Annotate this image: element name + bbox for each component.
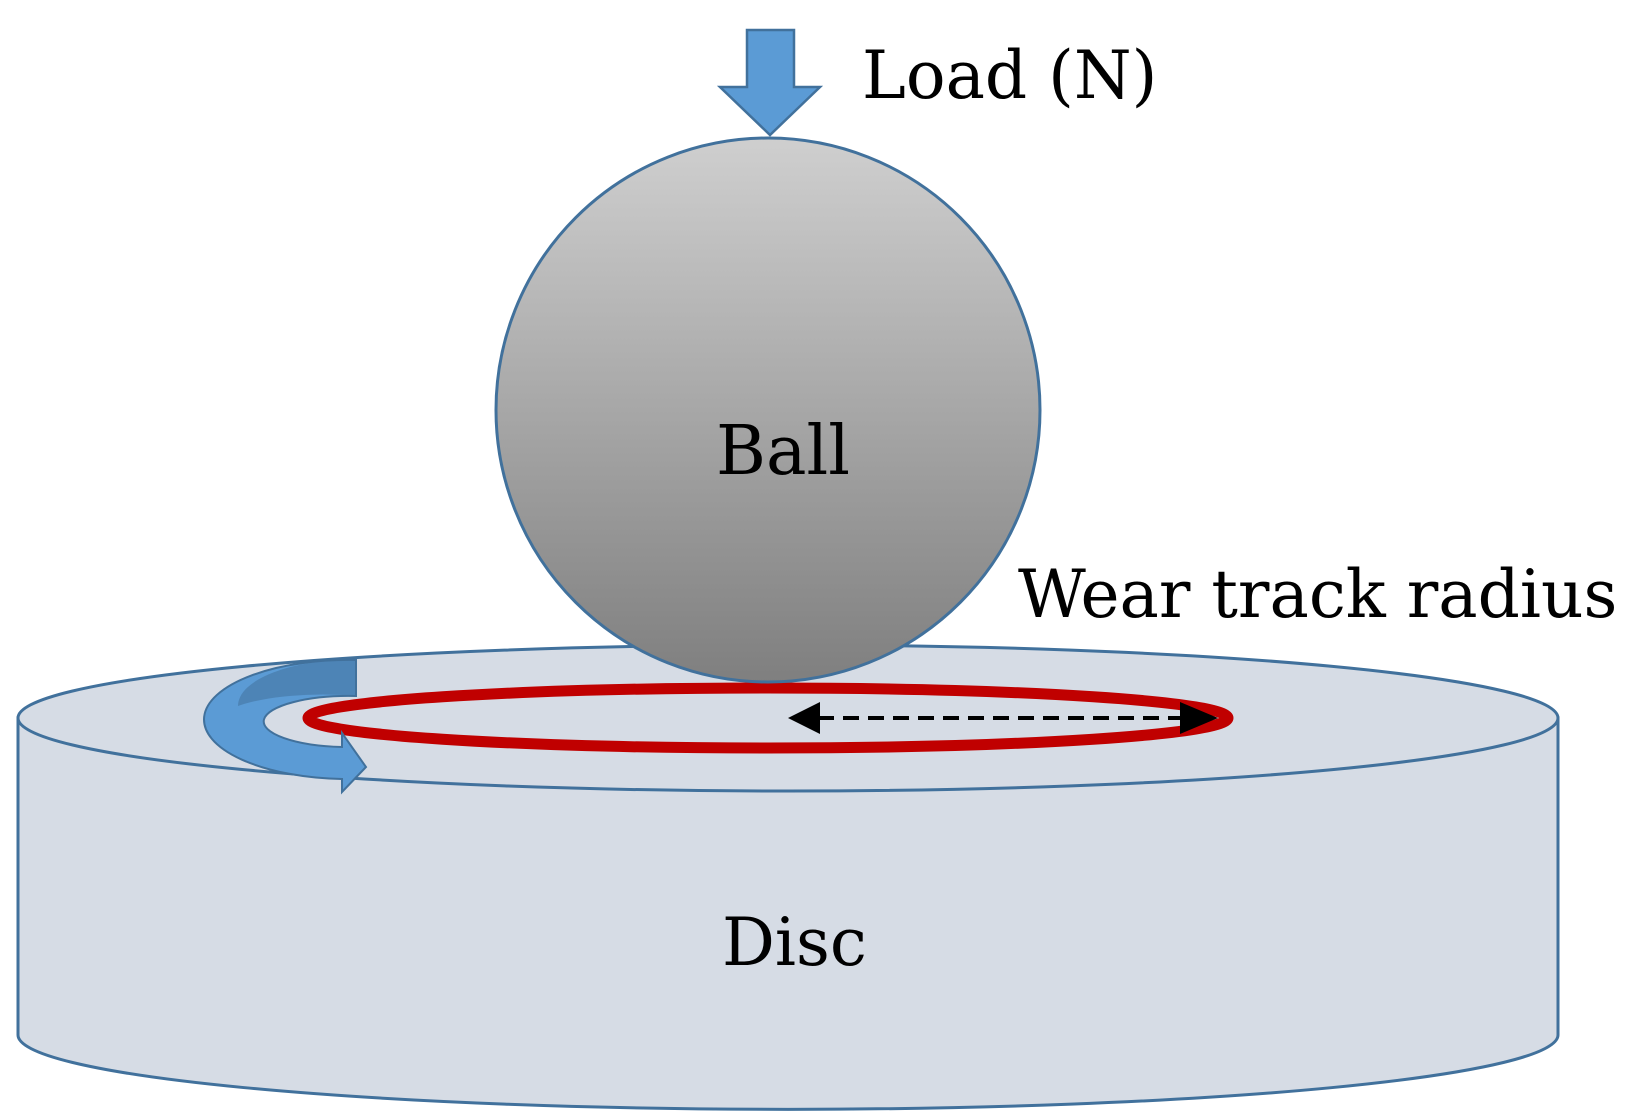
load-label: Load (N) bbox=[862, 37, 1157, 114]
curved-rotation-arrow-icon bbox=[202, 658, 368, 795]
disc-side bbox=[16, 716, 1560, 1111]
ball bbox=[494, 136, 1042, 684]
wear-track-radius-label: Wear track radius bbox=[1018, 556, 1617, 633]
wear-track bbox=[302, 682, 1234, 754]
ball-label: Ball bbox=[716, 412, 850, 491]
down-arrow-icon bbox=[716, 28, 824, 137]
double-headed-dashed-arrow-icon bbox=[788, 702, 1218, 734]
disc-label: Disc bbox=[722, 904, 867, 981]
